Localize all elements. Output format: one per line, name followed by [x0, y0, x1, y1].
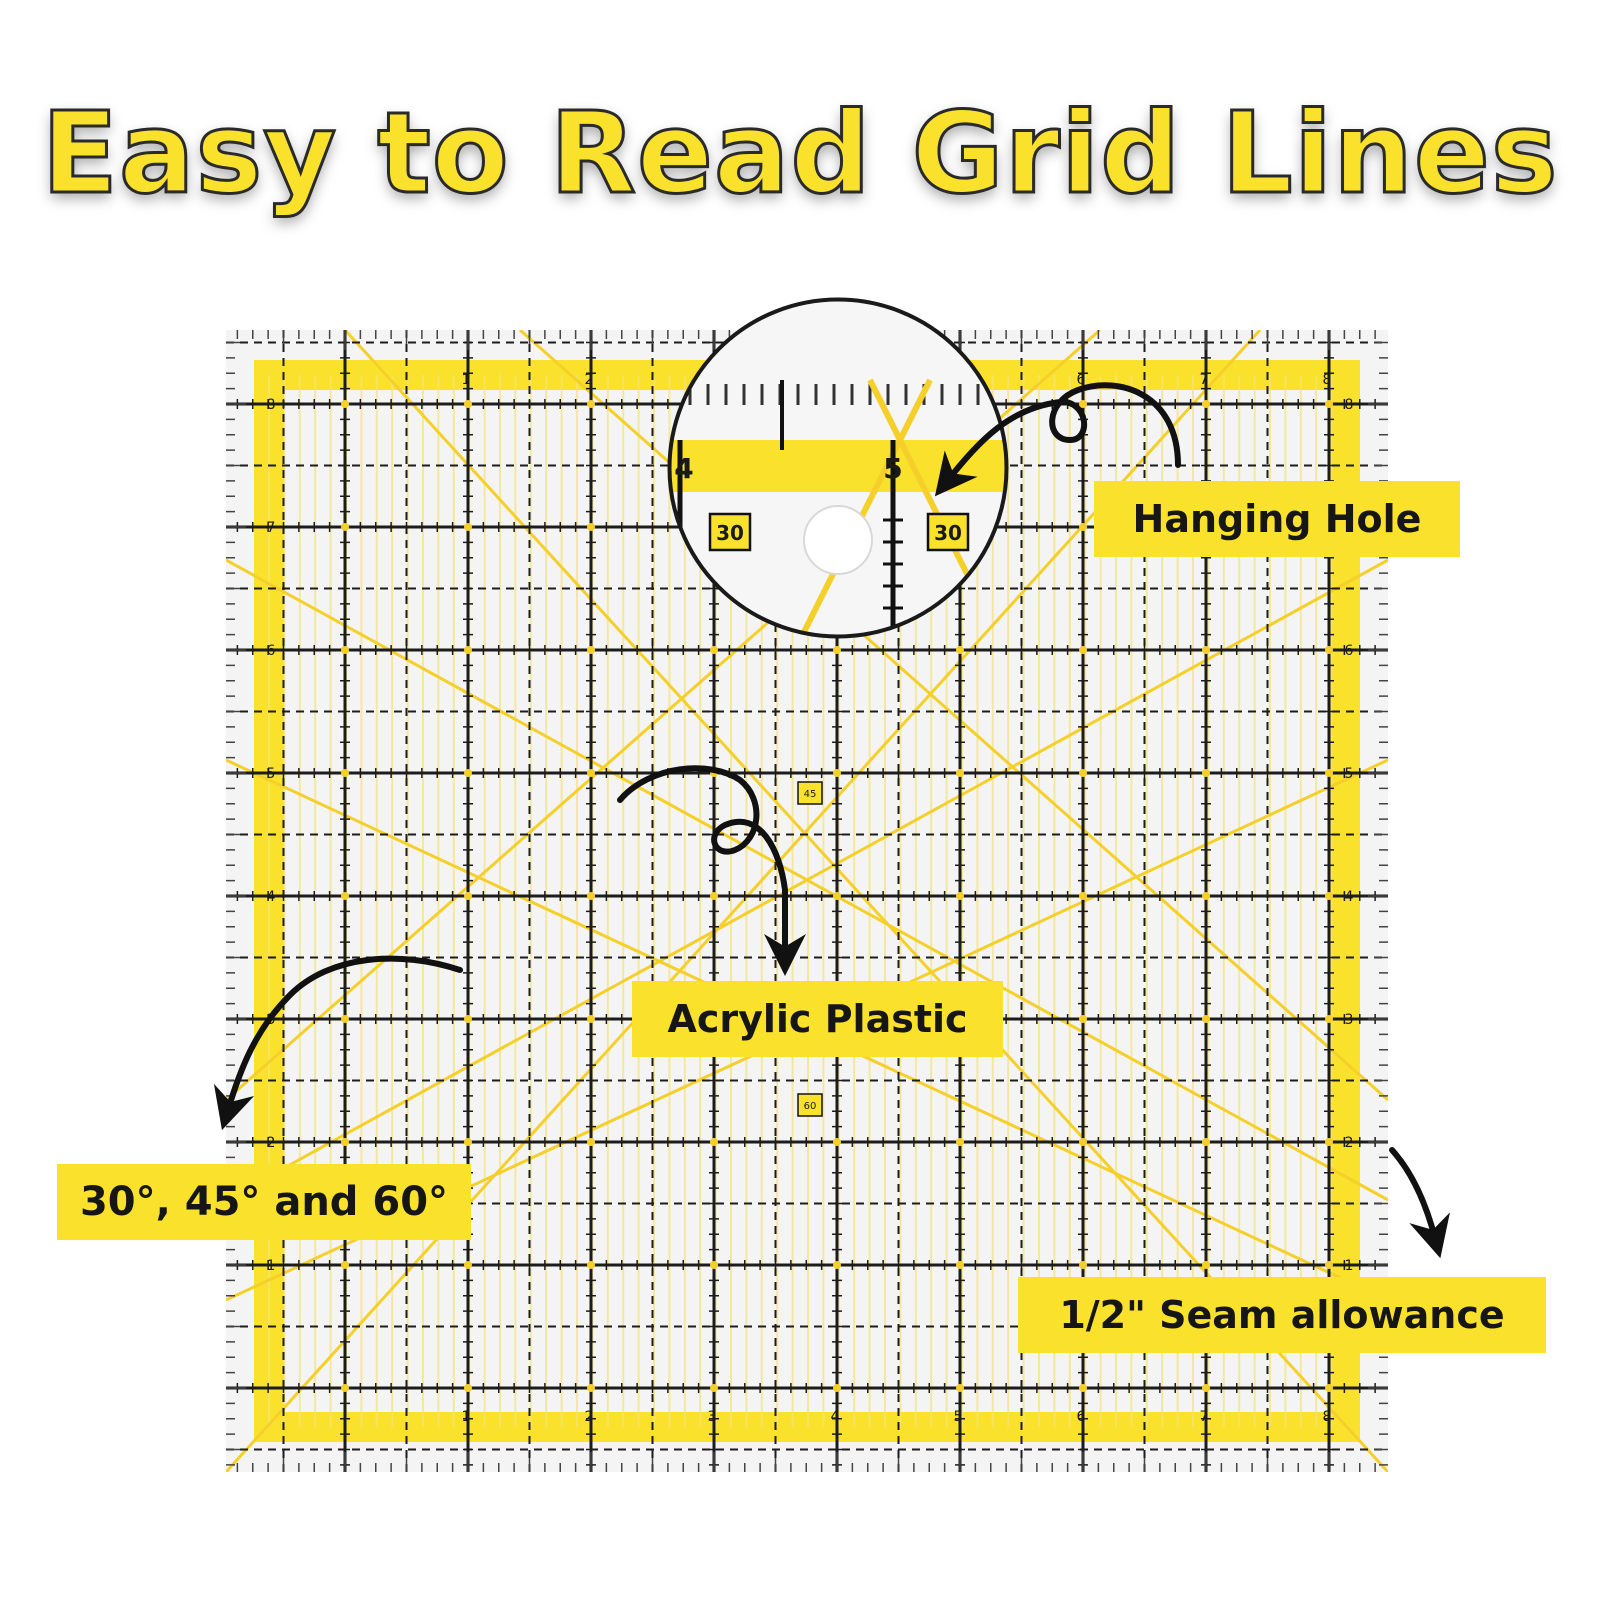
inset-badge	[926, 512, 970, 552]
bottom-inch-label: 3	[708, 1409, 717, 1425]
seam-allowance-callout: 1/2" Seam allowance	[1018, 1277, 1546, 1353]
angle-badge	[797, 781, 823, 805]
inset-badge-label: 30	[716, 521, 744, 545]
bottom-inch-label: 8	[1323, 1409, 1332, 1425]
angles-callout: 30°, 45° and 60°	[57, 1164, 471, 1240]
left-inch-label: 2	[267, 1135, 276, 1151]
bottom-inch-label: 9	[1446, 1409, 1455, 1425]
left-inch-label: 4	[267, 889, 276, 905]
inset-badge	[708, 512, 752, 552]
left-inch-label: 5	[267, 766, 276, 782]
right-inch-label: 3	[1345, 1012, 1354, 1028]
right-inch-label: 5	[1345, 766, 1354, 782]
left-inch-label: 8	[267, 397, 276, 413]
right-inch-label: 4	[1345, 889, 1354, 905]
right-inch-label: 1	[1345, 1258, 1354, 1274]
angle-badge	[797, 1093, 823, 1117]
top-inch-label: 9	[1446, 372, 1455, 388]
headline: Easy to Read Grid Lines	[40, 89, 1559, 219]
inset-label: 5	[883, 452, 902, 485]
right-inch-label: 9	[1345, 274, 1354, 290]
left-inch-label: 9	[267, 274, 276, 290]
bottom-inch-label: 5	[954, 1409, 963, 1425]
angles-arrow	[213, 955, 463, 1131]
left-inch-label: 7	[267, 520, 276, 536]
bottom-inch-label: 4	[831, 1409, 840, 1425]
bottom-inch-label: 7	[1200, 1409, 1209, 1425]
top-inch-label: 1	[462, 372, 471, 388]
top-inch-label: 8	[1323, 372, 1332, 388]
bottom-inch-label: 6	[1077, 1409, 1086, 1425]
bottom-inch-label: 1	[462, 1409, 471, 1425]
inset-yellow-band	[671, 440, 1005, 492]
angle-badge-label: 60	[804, 1101, 817, 1112]
right-inch-label: 6	[1345, 643, 1354, 659]
left-inch-label: 6	[267, 643, 276, 659]
acrylic-arrow	[617, 765, 806, 976]
top-inch-label: 7	[1200, 372, 1209, 388]
right-inch-label: 8	[1345, 397, 1354, 413]
right-inch-label: 2	[1345, 1135, 1354, 1151]
left-inch-label: 1	[267, 1258, 276, 1274]
angle-badge-label: 45	[804, 789, 817, 800]
seam-arrow	[1389, 1147, 1450, 1259]
bottom-inch-label: 2	[585, 1409, 594, 1425]
top-inch-label: 6	[1077, 372, 1086, 388]
hanging-hole-arrow	[934, 382, 1181, 497]
hanging-hole-callout: Hanging Hole	[1094, 481, 1460, 557]
hanging-hole-magnifier: 4 5 30 30	[667, 297, 1009, 639]
inset-badge-label: 30	[934, 521, 962, 545]
inset-label: 4	[674, 452, 693, 485]
top-inch-label: 2	[585, 372, 594, 388]
hanging-hole	[803, 505, 873, 575]
acrylic-plastic-callout: Acrylic Plastic	[632, 981, 1003, 1057]
